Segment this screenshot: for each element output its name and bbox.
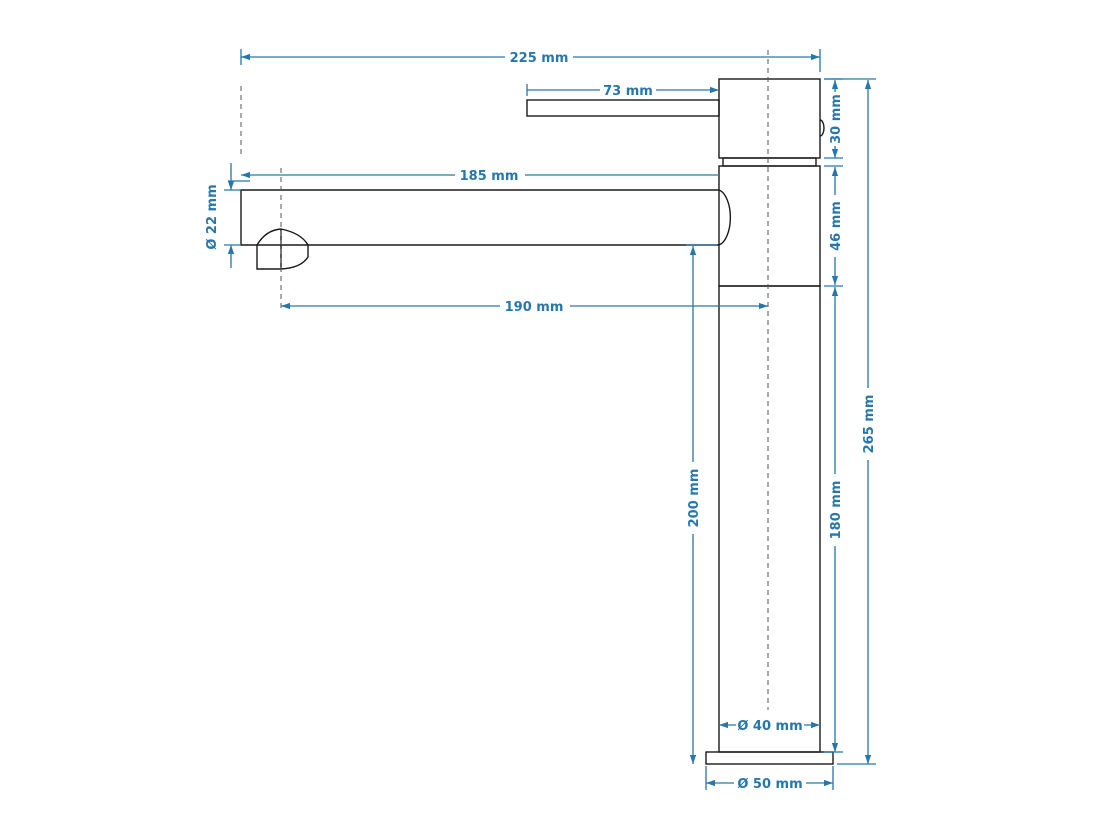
handle-lever [526,99,720,117]
label-collar-height: 46 mm [829,201,844,251]
handle-ring [722,157,817,167]
label-overall-width: 225 mm [510,51,569,66]
label-base-diameter: Ø 50 mm [737,777,802,792]
label-total-height: 265 mm [862,395,877,454]
aerator [256,228,309,270]
label-lever-height: 30 mm [829,94,844,144]
label-outlet-height: 200 mm [687,469,702,528]
label-lever-length: 73 mm [603,84,653,99]
faucet-outline [240,78,834,765]
handle-button [819,119,825,137]
collar [718,165,821,287]
spout [240,189,732,246]
label-body-height: 180 mm [829,481,844,540]
label-spout-diameter: Ø 22 mm [205,184,220,249]
dimension-lines [224,49,876,790]
body [718,285,821,753]
base-plate [705,751,834,765]
label-body-diameter: Ø 40 mm [737,719,802,734]
label-spout-length: 185 mm [460,169,519,184]
handle-head [718,78,821,159]
label-spout-reach: 190 mm [505,300,564,315]
dimension-labels: 225 mm 73 mm 30 mm 185 mm Ø 22 mm 46 mm … [205,49,877,792]
centerlines [240,50,769,710]
